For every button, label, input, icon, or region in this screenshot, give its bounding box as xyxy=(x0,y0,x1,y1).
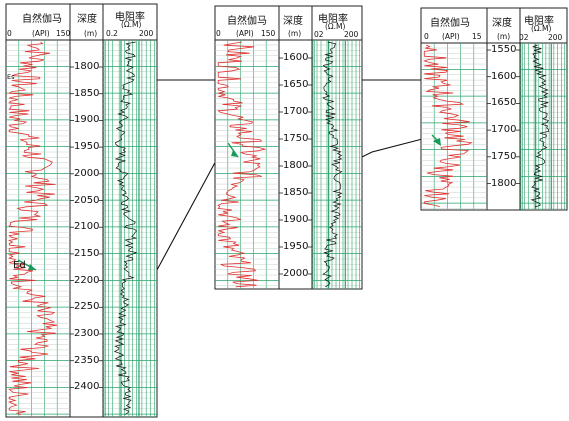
resistivity-curve xyxy=(530,44,550,208)
depth-tick-label: 1850 xyxy=(283,187,309,198)
left-gamma-min: 0 xyxy=(7,29,12,38)
right-res-title: 电阻率 xyxy=(524,16,554,27)
resistivity-curve xyxy=(322,41,343,288)
left-res-max: 200 xyxy=(139,29,154,38)
mid-res-max: 200 xyxy=(344,30,359,39)
depth-tick-label: 2000 xyxy=(74,167,100,179)
depth-tick-label: 1900 xyxy=(74,114,100,126)
depth-tick-label: 1650 xyxy=(283,79,309,90)
right-depth-unit: (m) xyxy=(497,32,511,41)
depth-tick-label: 1950 xyxy=(74,141,100,153)
depth-tick-label: 2300 xyxy=(74,328,100,339)
left-res-min: 0.2 xyxy=(106,29,118,38)
mid-gamma-min: 0 xyxy=(216,29,221,38)
depth-tick-label: 1900 xyxy=(283,214,309,225)
depth-tick-label: 1750 xyxy=(283,133,309,144)
right-res-max: 200 xyxy=(548,33,563,42)
depth-tick-label: 1850 xyxy=(74,87,100,99)
mid-res-unit: (Ω.M) xyxy=(325,22,346,31)
mid-marker-arrowhead xyxy=(231,150,238,157)
right-marker-arrowhead xyxy=(433,138,441,146)
depth-tick-label: 1600 xyxy=(283,52,309,63)
left-gamma-unit: (API) xyxy=(32,29,50,38)
right-gamma-min: 0 xyxy=(424,32,429,41)
depth-tick-label: 2400 xyxy=(74,381,100,393)
left-res-title: 电阻率 xyxy=(115,12,145,23)
depth-tick-label: 2350 xyxy=(74,354,100,366)
depth-tick-label: 2050 xyxy=(74,194,100,206)
depth-tick-label: 1950 xyxy=(283,241,309,252)
left-depth-unit: (m) xyxy=(84,29,98,38)
depth-tick-label: 2250 xyxy=(74,301,100,313)
depth-tick-label: 1800 xyxy=(491,177,517,189)
mid-res-min: 02 xyxy=(314,30,324,39)
depth-tick-label: 1700 xyxy=(491,124,517,136)
gamma-curve xyxy=(7,41,57,416)
depth-tick-label: 1550 xyxy=(491,44,517,55)
mid-depth-unit: (m) xyxy=(288,29,302,38)
mid-gamma-max: 150 xyxy=(261,29,276,38)
left-depth-title: 深度 xyxy=(77,14,97,25)
mid-depth-title: 深度 xyxy=(283,16,303,27)
resistivity-curve xyxy=(113,41,138,415)
right-gamma-unit: (API) xyxy=(442,32,460,41)
depth-tick-label: 1750 xyxy=(491,150,517,162)
right-gamma-max: 15 xyxy=(472,32,482,41)
depth-tick-label: 2200 xyxy=(74,274,100,286)
depth-tick-label: 1600 xyxy=(491,70,517,82)
ed-formation-label: Ed xyxy=(13,260,26,271)
right-gamma-title: 自然伽马 xyxy=(430,18,470,29)
left-gamma-title: 自然伽马 xyxy=(22,14,62,25)
well-1-frame xyxy=(214,5,363,290)
depth-tick-label: 2100 xyxy=(74,221,100,233)
left-gamma-max: 150 xyxy=(56,29,71,38)
mid-gamma-unit: (API) xyxy=(236,29,254,38)
depth-tick-label: 1800 xyxy=(74,61,100,72)
depth-tick-label: 2000 xyxy=(283,268,309,279)
mid-gamma-title: 自然伽马 xyxy=(227,16,267,27)
right-res-min: 02 xyxy=(519,33,529,42)
depth-tick-label: 1650 xyxy=(491,97,517,109)
depth-tick-label: 2150 xyxy=(74,247,100,259)
depth-tick-label: 1800 xyxy=(283,160,309,171)
right-depth-title: 深度 xyxy=(492,18,512,29)
gamma-curve xyxy=(217,41,267,288)
es-formation-label: Es xyxy=(7,73,15,81)
gamma-curve xyxy=(422,44,473,207)
left-res-unit: (Ω.M) xyxy=(121,20,142,29)
mid-res-title: 电阻率 xyxy=(318,14,348,25)
ed-marker-arrowhead xyxy=(28,264,36,270)
right-res-unit: (Ω.M) xyxy=(531,24,552,33)
depth-tick-label: 1700 xyxy=(283,106,309,117)
